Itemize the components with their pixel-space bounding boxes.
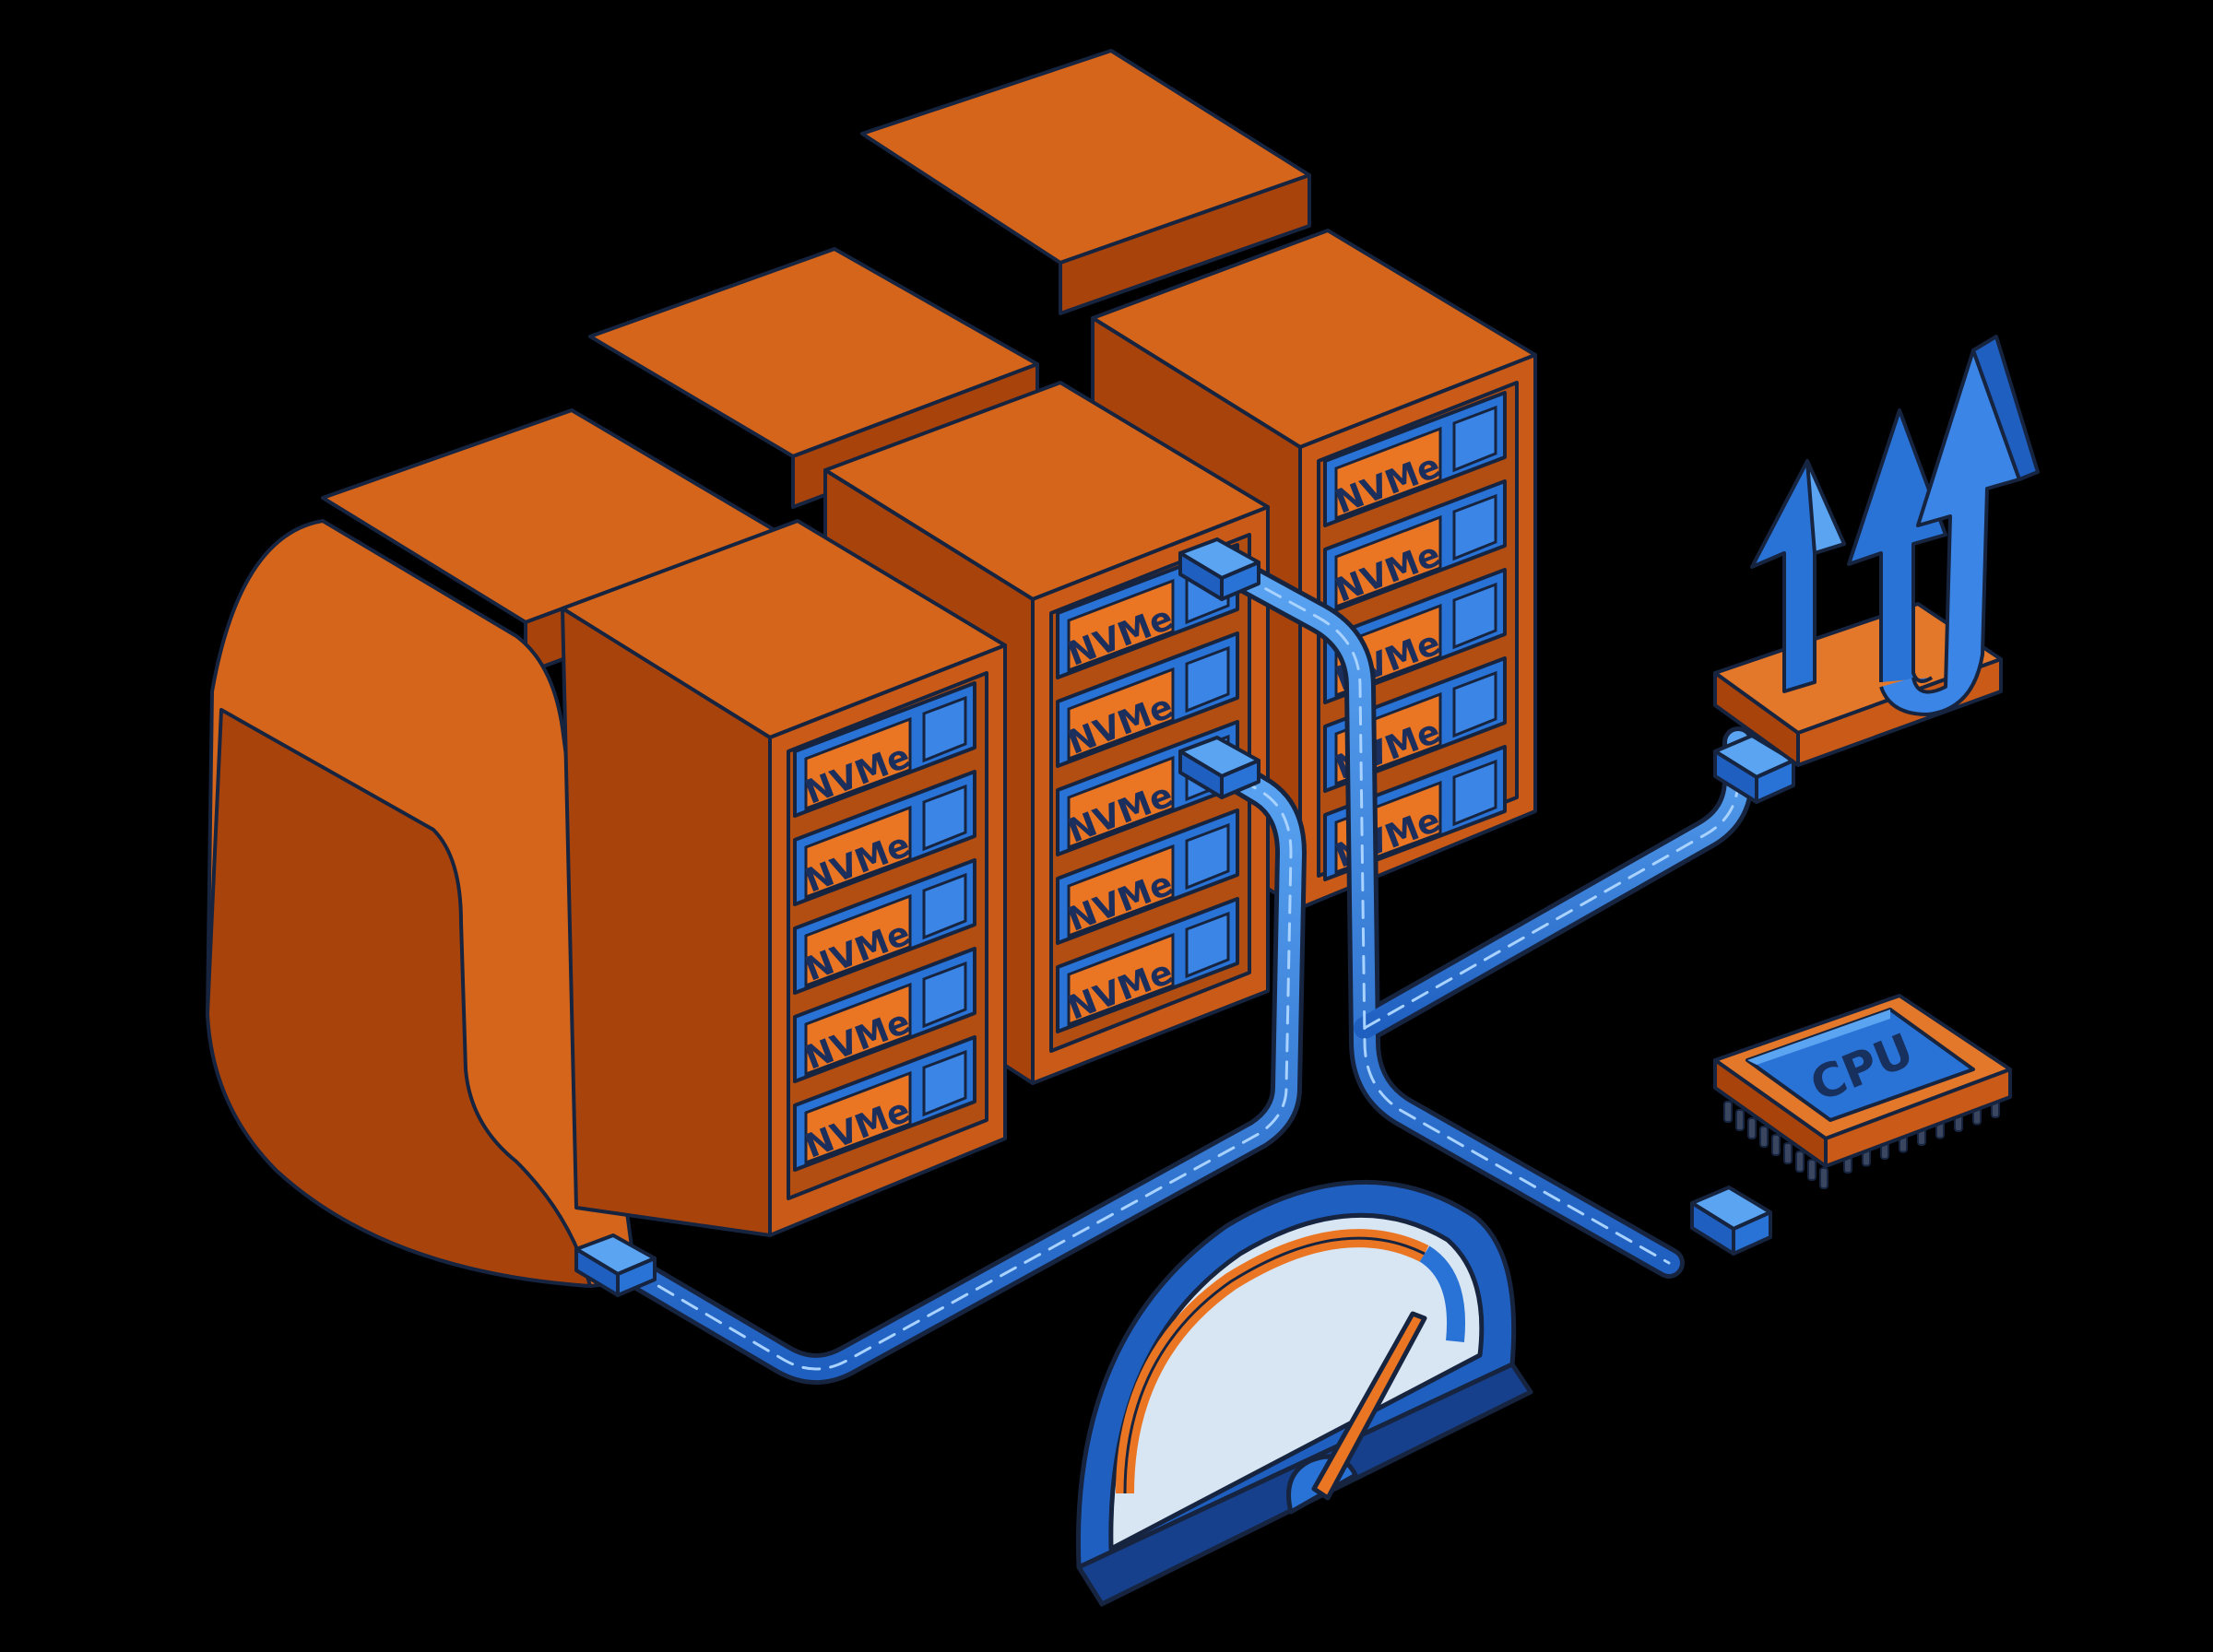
- cpu-chip-icon: CPU: [1713, 994, 2012, 1189]
- cpu-pin: [1723, 1101, 1733, 1123]
- cpu-pin: [1771, 1134, 1781, 1156]
- nvme-drive: NVMe: [1056, 631, 1239, 768]
- cpu-pin: [1795, 1150, 1805, 1173]
- cpu-pin: [1747, 1117, 1757, 1139]
- connector-center-bottom: [1178, 736, 1260, 799]
- end-cap-unit: [206, 519, 638, 1288]
- cpu-pin: [1819, 1167, 1828, 1189]
- nvme-drive: NVMe: [793, 1035, 976, 1172]
- nvme-drive: NVMe: [1323, 479, 1507, 616]
- cpu-pin: [1759, 1126, 1769, 1148]
- nvme-drive: NVMe: [1323, 391, 1507, 527]
- connector-center-top: [1178, 537, 1260, 601]
- cpu-pin: [1807, 1159, 1817, 1181]
- nvme-drive: NVMe: [793, 947, 976, 1083]
- cpu-pin: [1735, 1109, 1745, 1131]
- connector-arrows: [1713, 734, 1795, 804]
- cpu-pin: [1783, 1142, 1793, 1164]
- connector-cpu: [1690, 1186, 1772, 1256]
- speed-gauge-icon: [1075, 1179, 1533, 1607]
- cable-connectors: [574, 537, 1795, 1297]
- connector-end-cap: [574, 1233, 657, 1297]
- up-arrows-icon: [1713, 335, 2040, 767]
